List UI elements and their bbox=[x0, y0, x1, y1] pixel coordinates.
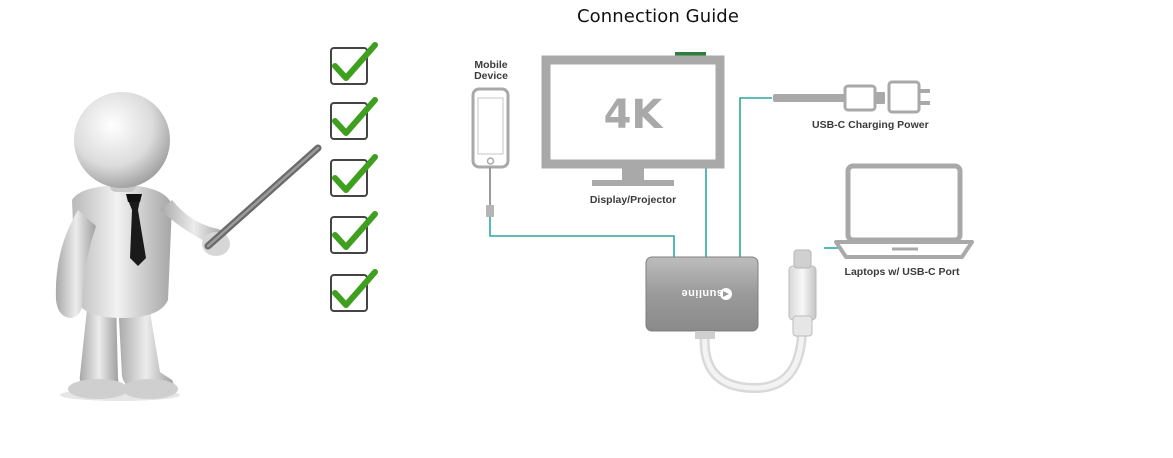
title-area: Connection Guide bbox=[0, 0, 1173, 40]
presenter-figure bbox=[55, 92, 230, 401]
page-title: Connection Guide bbox=[576, 6, 740, 27]
checkbox-checked-icon bbox=[330, 97, 378, 140]
power-label: USB-C Charging Power bbox=[812, 119, 929, 131]
mobile-label-line1: Mobile bbox=[474, 59, 507, 71]
hub-brand-text: sunline bbox=[681, 287, 723, 299]
mobile-label-line2: Device bbox=[474, 70, 508, 82]
usb-c-hub-icon bbox=[645, 249, 817, 394]
smartphone-icon bbox=[471, 87, 510, 217]
display-screen-text: 4K bbox=[604, 92, 665, 138]
checkbox-checked-icon bbox=[330, 154, 378, 197]
display-label: Display/Projector bbox=[590, 194, 676, 206]
connection-lines bbox=[489, 97, 838, 258]
wall-charger-icon bbox=[773, 80, 930, 114]
monitor-icon bbox=[541, 52, 725, 186]
checkbox-checked-icon bbox=[330, 269, 378, 312]
laptop-label: Laptops w/ USB-C Port bbox=[845, 266, 960, 278]
checklist bbox=[330, 42, 378, 312]
checkbox-checked-icon bbox=[330, 211, 378, 254]
checkbox-checked-icon bbox=[330, 42, 378, 85]
laptop-icon bbox=[834, 163, 974, 259]
